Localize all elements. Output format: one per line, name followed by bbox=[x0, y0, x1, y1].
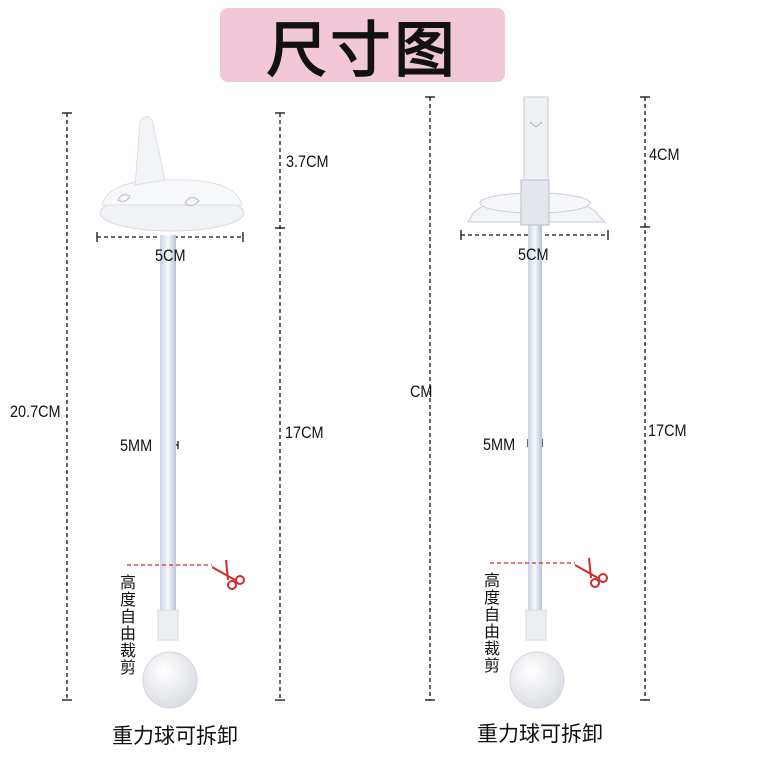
left-cut-note: 高度自由裁剪 bbox=[117, 574, 136, 676]
left-sippy-lid bbox=[99, 116, 245, 709]
left-straw-diameter-label: 5MM bbox=[120, 436, 153, 455]
right-caption: 重力球可拆卸 bbox=[477, 722, 603, 746]
left-top-height-label: 3.7CM bbox=[286, 152, 329, 171]
left-straw-length-label: 17CM bbox=[285, 423, 324, 442]
right-total-height-label-partial: CM bbox=[410, 382, 433, 401]
right-top-height-label: 4CM bbox=[649, 145, 680, 164]
scissors-icon bbox=[211, 559, 245, 590]
left-lid-width-label: 5CM bbox=[155, 246, 186, 265]
right-straw-diameter-label: 5MM bbox=[483, 435, 516, 454]
left-total-height-label: 20.7CM bbox=[10, 402, 61, 421]
page-title: 尺寸图 bbox=[266, 15, 459, 86]
right-straw-lid bbox=[467, 96, 607, 709]
right-lid-width-label: 5CM bbox=[518, 245, 549, 264]
title-banner: 尺寸图 bbox=[220, 8, 505, 86]
left-caption: 重力球可拆卸 bbox=[112, 724, 238, 748]
right-straw-length-label: 17CM bbox=[648, 421, 687, 440]
right-cut-note: 高度自由裁剪 bbox=[481, 572, 500, 674]
scissors-icon bbox=[574, 557, 608, 588]
